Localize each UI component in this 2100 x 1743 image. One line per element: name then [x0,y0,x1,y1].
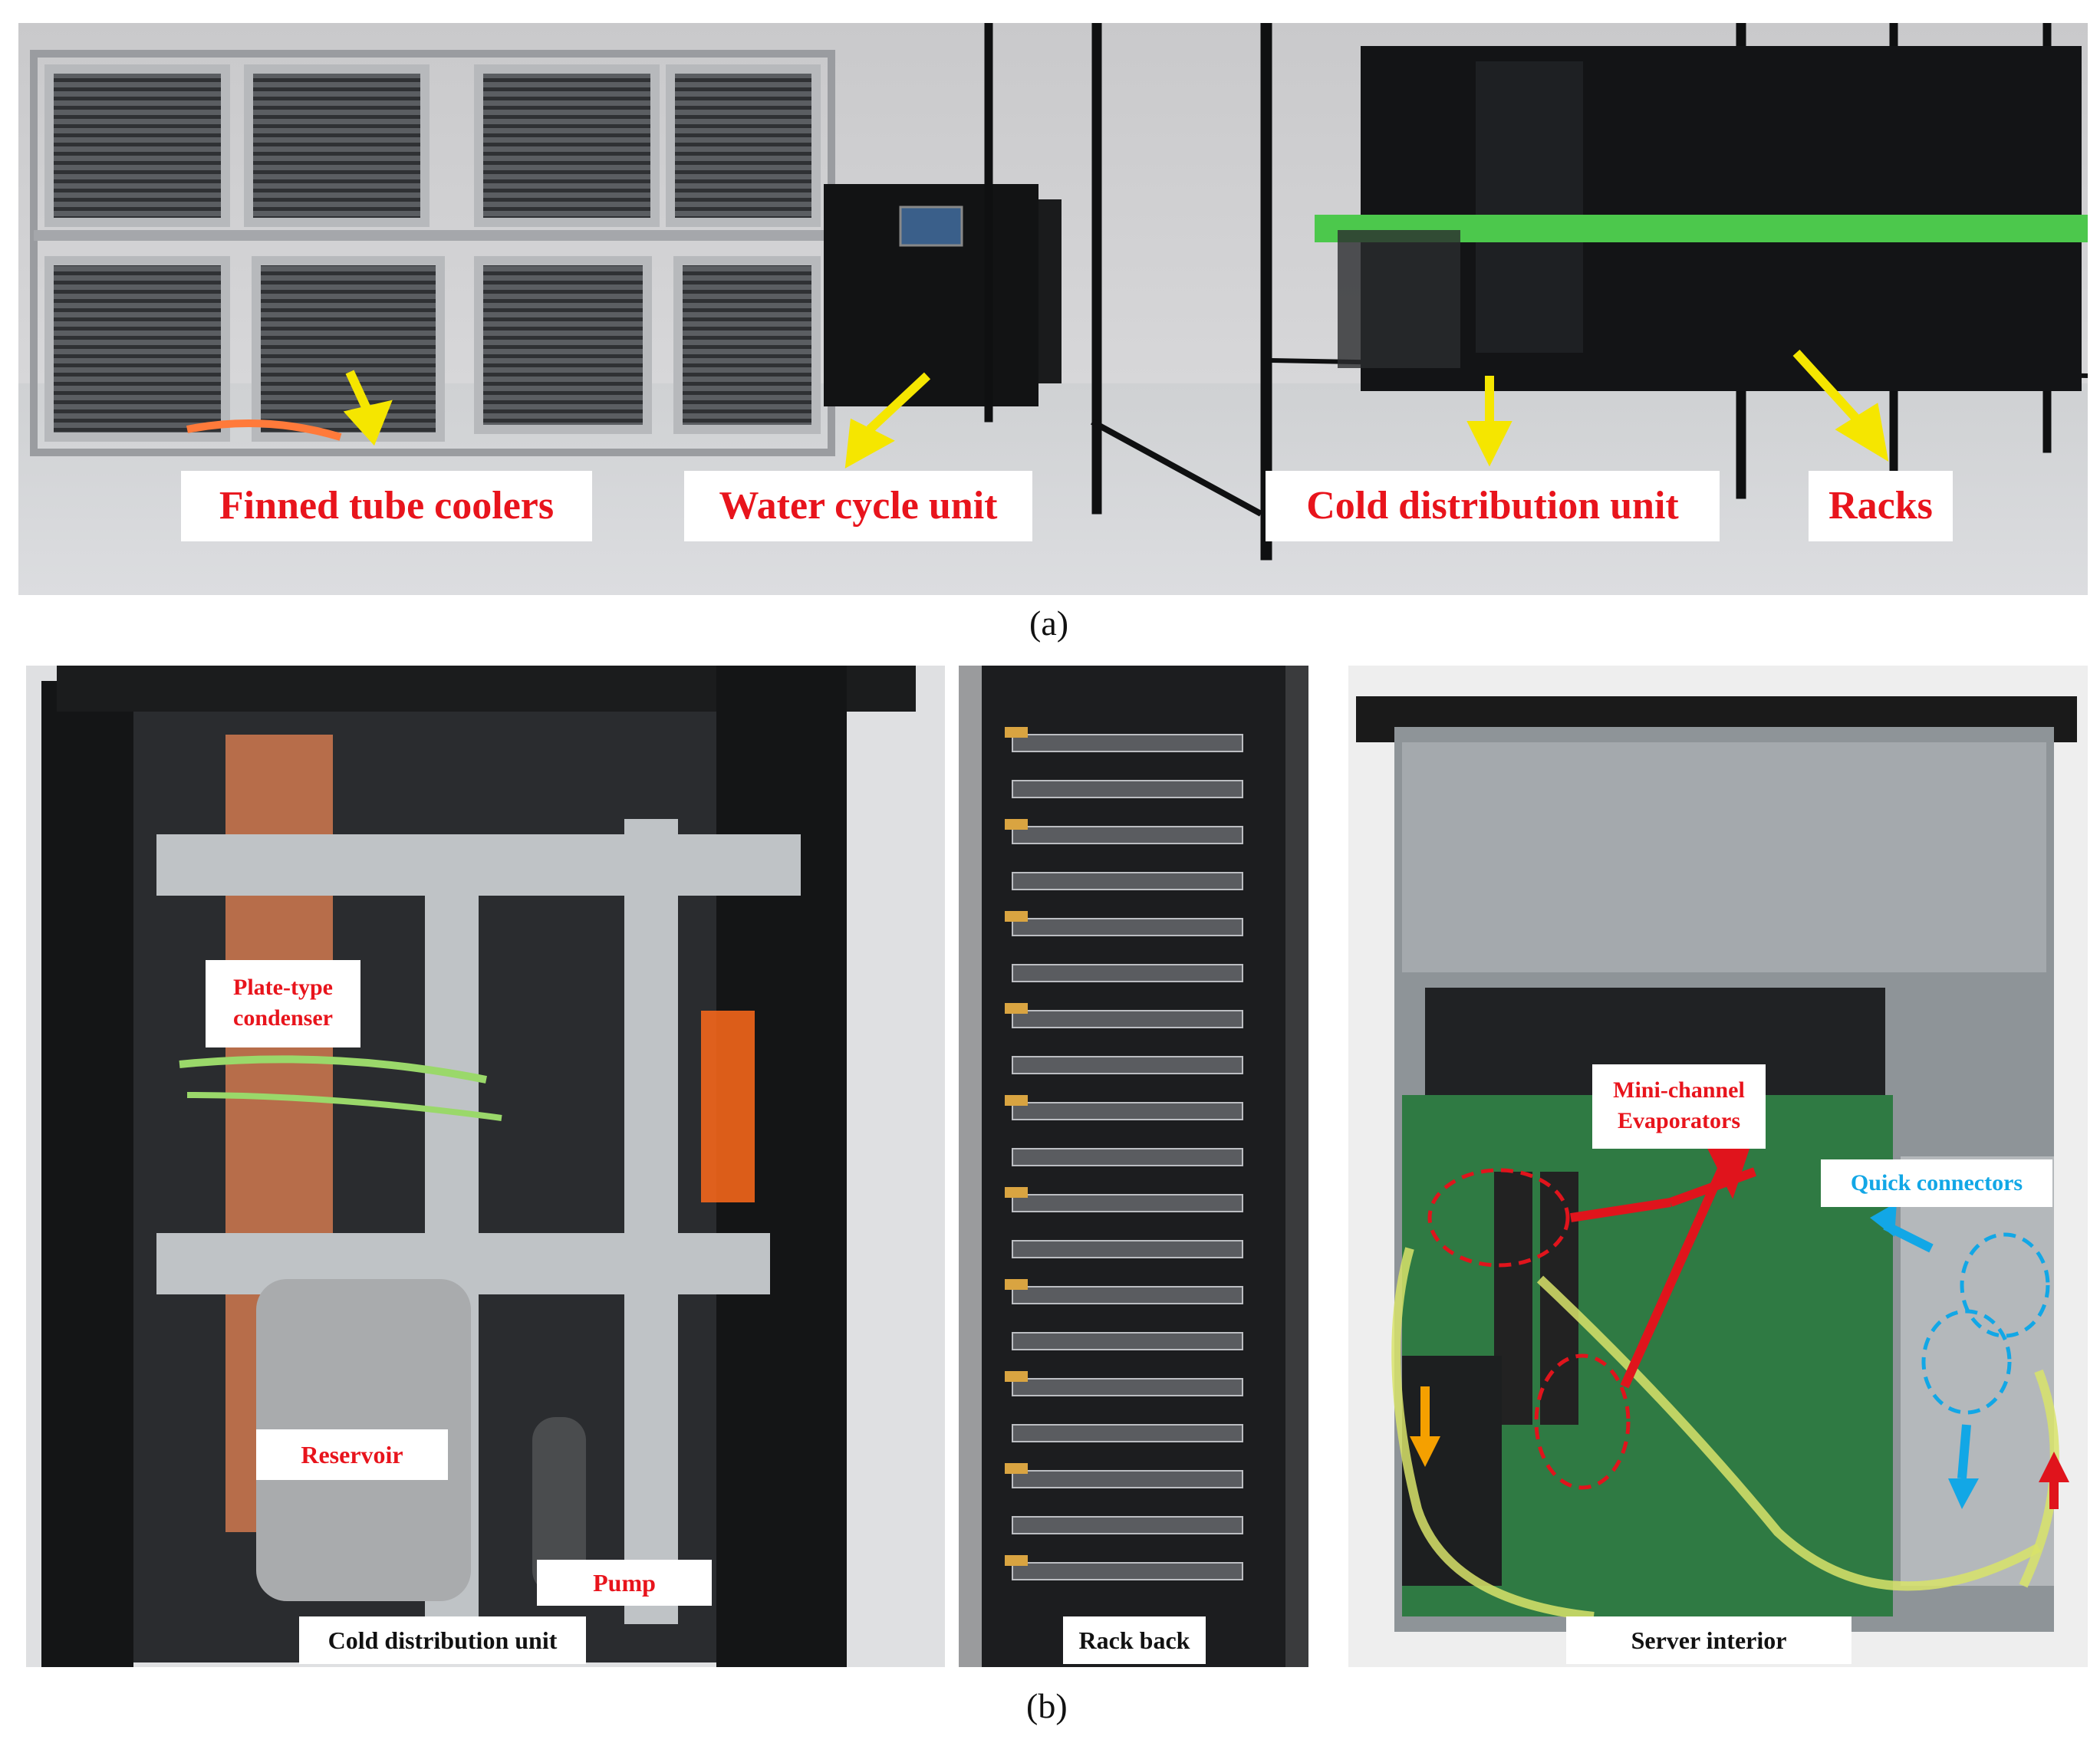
label-plate-type-condenser: Plate-type condenser [206,960,360,1047]
finned-tube-coolers [30,50,835,456]
label-pump: Pump [537,1560,712,1606]
water-cycle-unit [824,184,1062,406]
evaporators-line2: Evaporators [1618,1108,1740,1133]
overview-scene [18,23,2088,595]
caption-panel-a: (a) [1029,603,1068,643]
label-racks: Racks [1809,471,1953,541]
flow-arrows [1410,1202,2069,1509]
label-water-cycle-unit: Water cycle unit [684,471,1032,541]
label-server-interior: Server interior [1566,1616,1851,1664]
rack-scene [959,666,1308,1667]
label-cold-distribution-unit: Cold distribution unit [1266,471,1720,541]
photo-data-center-overview: Finned tube coolers Water cycle unit Col… [18,23,2088,595]
evaporator-highlights [1427,1168,1631,1490]
label-quick-connectors: Quick connectors [1821,1159,2052,1207]
caption-panel-b: (b) [1026,1685,1068,1726]
cdu-scene [26,666,945,1667]
quick-connector-highlights [1921,1232,2050,1415]
label-finned-tube-coolers: Finned tube coolers [181,471,592,541]
racks [1315,46,2088,391]
photo-cold-distribution-unit: Plate-type condenser Reservoir Pump Cold… [26,666,945,1667]
rack-connectors [1005,727,1028,1566]
photo-server-interior: Mini-channel Evaporators Quick connector… [1348,666,2088,1667]
server-units [1012,734,1243,1580]
label-rack-back: Rack back [1063,1616,1206,1664]
caption-a-text: (a) [1029,603,1069,643]
evaporators-line1: Mini-channel [1613,1077,1745,1103]
label-reservoir: Reservoir [256,1429,448,1480]
yellow-arrows [343,349,1889,469]
label-cdu-title: Cold distribution unit [299,1616,586,1664]
label-mini-channel-evaporators: Mini-channel Evaporators [1592,1064,1766,1149]
plate-condenser-line2: condenser [233,1005,333,1031]
caption-b-text: (b) [1026,1686,1068,1725]
photo-rack-back: Rack back [959,666,1308,1667]
plate-condenser-line1: Plate-type [233,975,333,1000]
